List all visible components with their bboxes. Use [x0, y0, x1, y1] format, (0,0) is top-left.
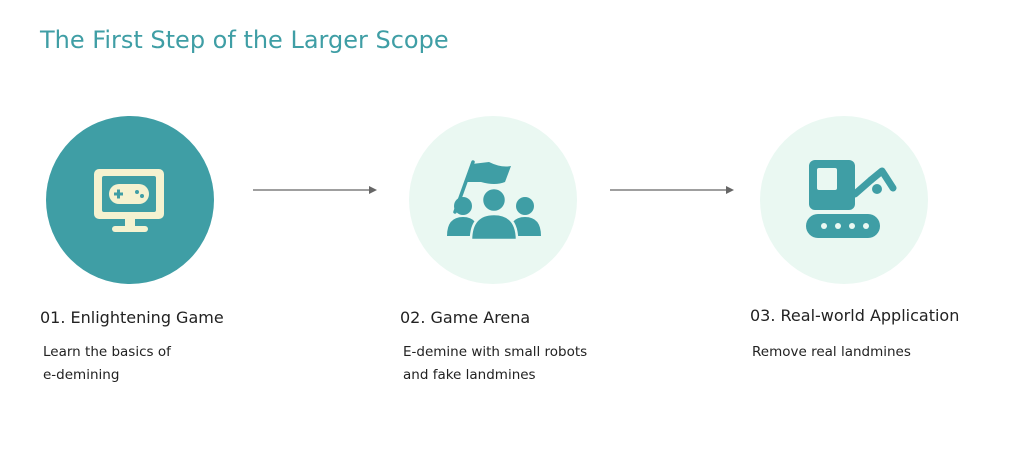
- step-2-description-line-2: and fake landmines: [403, 367, 536, 383]
- step-2-title: 02. Game Arena: [400, 308, 531, 327]
- arrow-step-1-to-2: [253, 186, 377, 194]
- step-1-description-line-2: e-demining: [43, 367, 120, 383]
- team-flag-icon: [447, 160, 541, 242]
- step-1-description-line-1: Learn the basics of: [43, 344, 171, 360]
- page-title: The First Step of the Larger Scope: [40, 26, 449, 54]
- step-3-description: Remove real landmines: [752, 341, 911, 364]
- step-3-title: 03. Real-world Application: [750, 306, 960, 325]
- step-2-description: E-demine with small robots and fake land…: [403, 341, 587, 387]
- step-1-description: Learn the basics of e-demining: [43, 341, 171, 387]
- step-2-description-line-1: E-demine with small robots: [403, 344, 588, 360]
- step-2-circle: [409, 116, 577, 284]
- step-3-description-line-1: Remove real landmines: [752, 344, 911, 360]
- game-monitor-icon: [94, 169, 164, 232]
- step-1-circle: [46, 116, 214, 284]
- excavator-icon: [806, 160, 897, 238]
- arrow-step-2-to-3: [610, 186, 734, 194]
- step-1-title: 01. Enlightening Game: [40, 308, 224, 327]
- step-3-circle: [760, 116, 928, 284]
